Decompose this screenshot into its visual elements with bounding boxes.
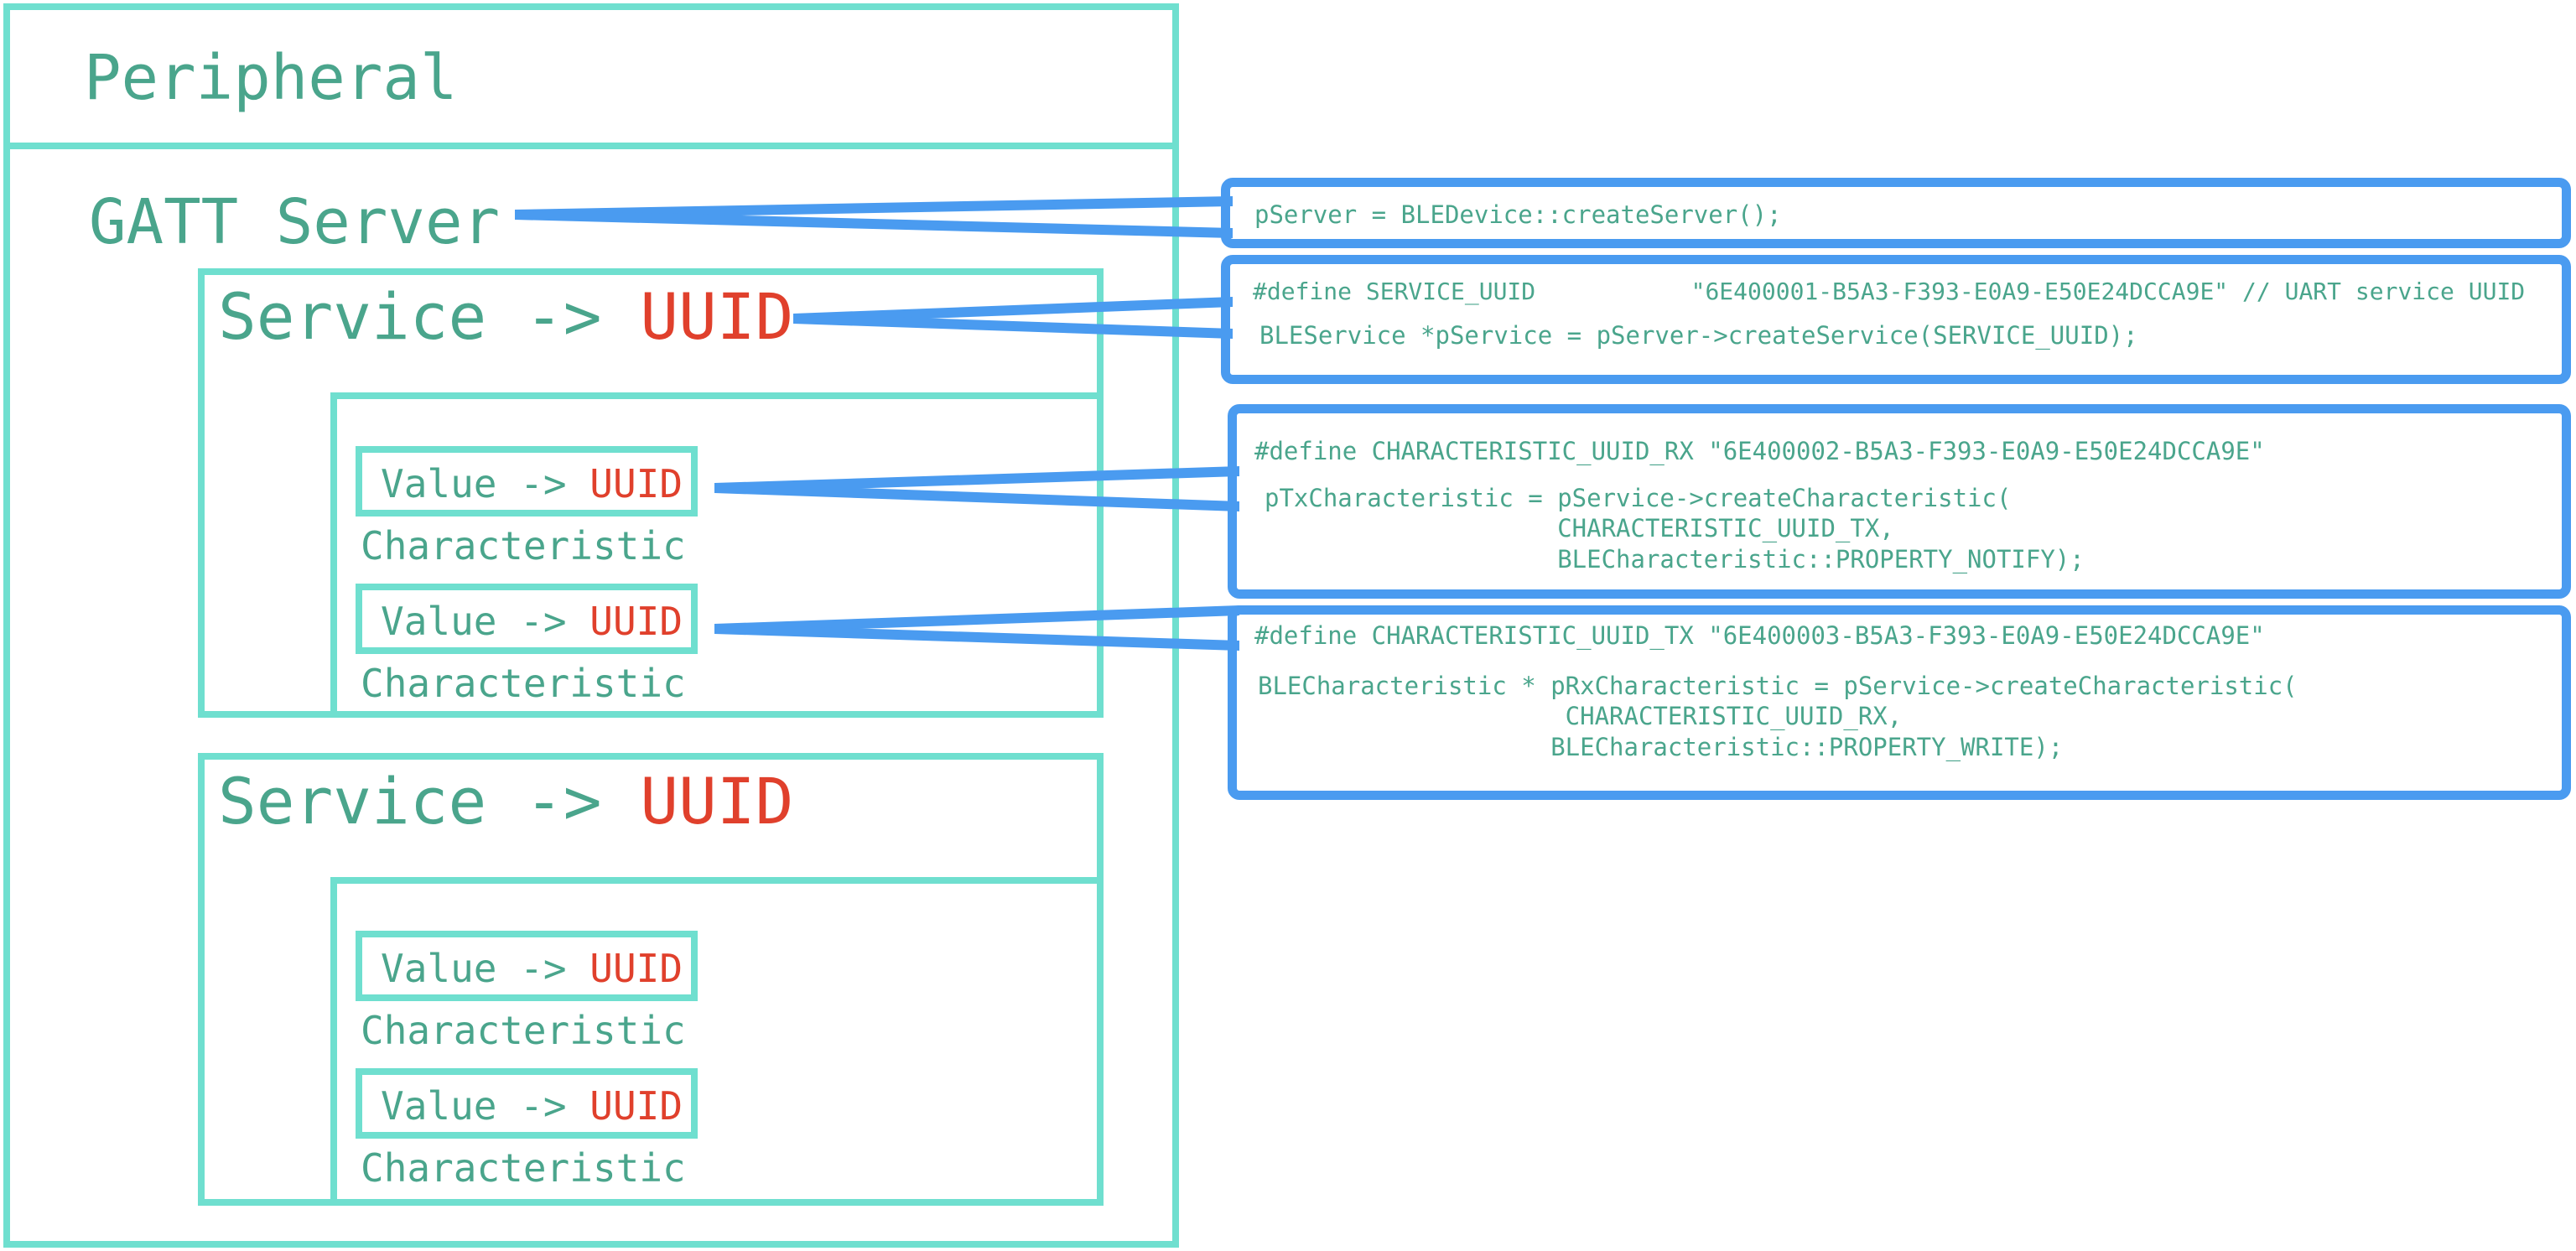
value-box — [356, 1068, 698, 1139]
service-label-prefix: Service -> — [218, 764, 641, 838]
peripheral-title: Peripheral — [84, 42, 458, 114]
value-uuid: UUID — [589, 946, 683, 991]
characteristic-caption: Characteristic — [361, 1008, 686, 1053]
rx-create-line: BLECharacteristic * pRxCharacteristic = … — [1258, 672, 2298, 761]
characteristics-group — [330, 877, 1104, 1206]
service-label: Service -> UUID — [218, 285, 793, 349]
service-define-line: #define SERVICE_UUID "6E400001-B5A3-F393… — [1253, 278, 2526, 305]
characteristic-caption: Characteristic — [361, 1145, 686, 1191]
server-code-box — [1221, 178, 2571, 248]
tx-create-line: pTxCharacteristic = pService->createChar… — [1265, 484, 2085, 574]
value-label: Value -> UUID — [381, 949, 683, 988]
value-label-prefix: Value -> — [381, 1083, 590, 1129]
gatt-server-box — [3, 143, 1179, 1248]
service-label-prefix: Service -> — [218, 279, 641, 354]
characteristic-caption: Characteristic — [361, 523, 686, 568]
rx-characteristic-code-box — [1228, 605, 2571, 800]
characteristics-group — [330, 392, 1104, 718]
tx-define-line: #define CHARACTERISTIC_UUID_RX "6E400002… — [1254, 437, 2265, 465]
value-box — [356, 584, 698, 654]
value-label-prefix: Value -> — [381, 461, 590, 506]
value-box — [356, 931, 698, 1001]
gatt-server-title: GATT Server — [89, 186, 501, 258]
service-uuid: UUID — [640, 279, 794, 354]
service-code-box — [1221, 255, 2571, 384]
value-label: Value -> UUID — [381, 1087, 683, 1125]
value-box — [356, 446, 698, 516]
value-label: Value -> UUID — [381, 465, 683, 503]
service-label: Service -> UUID — [218, 770, 793, 833]
value-uuid: UUID — [589, 461, 683, 506]
rx-define-line: #define CHARACTERISTIC_UUID_TX "6E400003… — [1254, 621, 2265, 650]
value-label: Value -> UUID — [381, 602, 683, 641]
characteristic-caption: Characteristic — [361, 661, 686, 706]
service-create-line: BLEService *pService = pServer->createSe… — [1259, 321, 2138, 350]
server-code-line: pServer = BLEDevice::createServer(); — [1254, 200, 1782, 229]
service-uuid: UUID — [640, 764, 794, 838]
value-label-prefix: Value -> — [381, 599, 590, 644]
value-uuid: UUID — [589, 599, 683, 644]
tx-characteristic-code-box — [1228, 404, 2571, 599]
value-uuid: UUID — [589, 1083, 683, 1129]
value-label-prefix: Value -> — [381, 946, 590, 991]
